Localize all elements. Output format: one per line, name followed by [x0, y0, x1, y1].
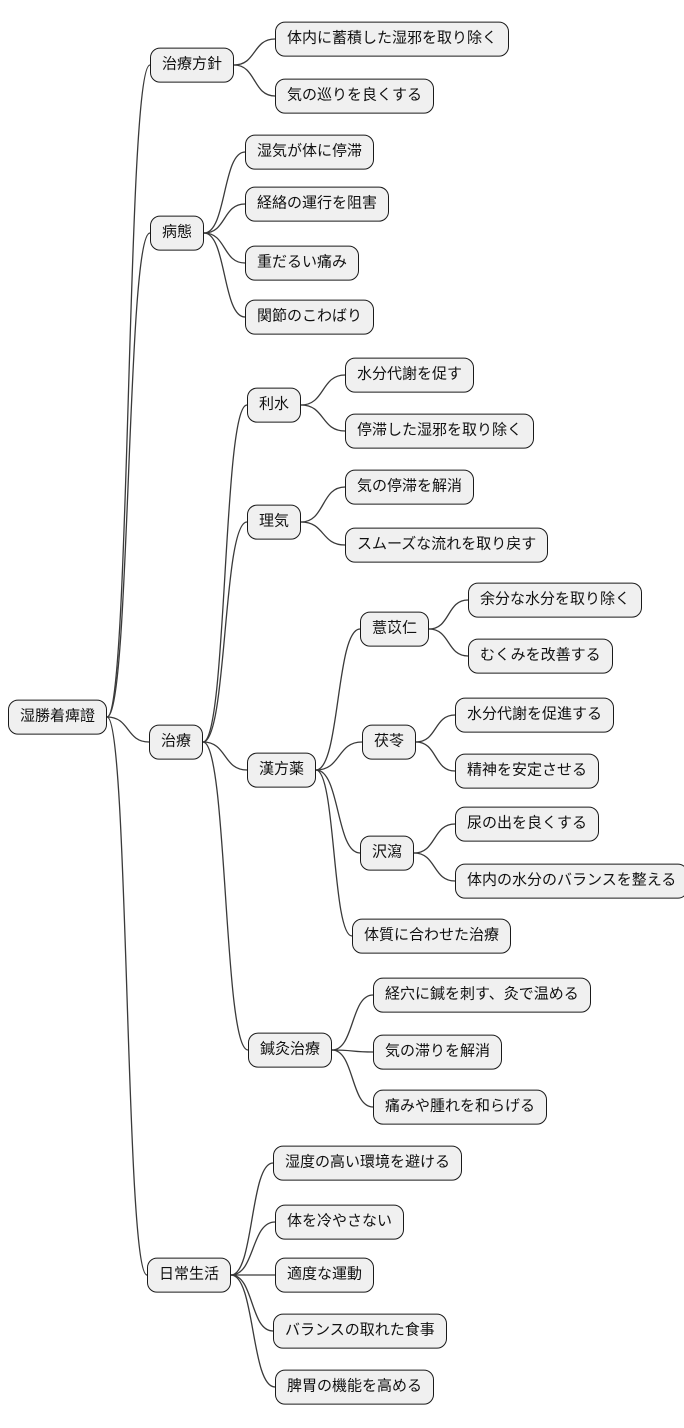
edge-n3b-n3b2: [300, 521, 346, 546]
edge-n4-n4e: [230, 1274, 276, 1388]
edge-n2-n2c: [203, 232, 246, 264]
mindmap-node-n3d3: 痛みや腫れを和らげる: [373, 1089, 548, 1125]
edge-n1-n1a: [233, 38, 276, 66]
edge-n4-n4b: [230, 1221, 276, 1276]
mindmap-node-n4c: 適度な運動: [275, 1257, 375, 1293]
edge-n3-n3d: [202, 741, 249, 1051]
edge-root-n1: [106, 64, 151, 718]
mindmap-node-n3a1: 水分代謝を促す: [345, 357, 475, 393]
mindmap-node-n3c2b: 精神を安定させる: [455, 753, 600, 789]
edge-n1-n1b: [233, 64, 276, 97]
mindmap-node-n1b: 気の巡りを良くする: [275, 78, 435, 114]
mindmap-node-n3b: 理気: [247, 504, 302, 540]
mindmap-node-n4e: 脾胃の機能を高める: [275, 1369, 435, 1405]
edge-n3c3-n3c3b: [413, 852, 456, 882]
edge-n3c-n3c3: [315, 769, 361, 854]
mindmap-node-n1: 治療方針: [150, 47, 235, 83]
mindmap-node-n2d: 関節のこわばり: [245, 299, 375, 335]
mindmap-node-n3d2: 気の滞りを解消: [373, 1034, 503, 1070]
edge-n3-n3a: [202, 404, 248, 743]
mindmap-node-n2c: 重だるい痛み: [245, 245, 360, 281]
mindmap-node-n3: 治療: [149, 724, 204, 760]
mindmap-node-n3c4: 体質に合わせた治療: [352, 918, 512, 954]
edge-n3b-n3b1: [300, 486, 346, 523]
edge-root-n4: [106, 716, 148, 1276]
mindmap-node-n3c: 漢方薬: [247, 752, 317, 788]
edge-root-n3: [106, 716, 150, 743]
edge-n2-n2d: [203, 232, 246, 318]
mindmap-node-n3c2a: 水分代謝を促進する: [455, 697, 615, 733]
edge-n3d-n3d1: [331, 994, 374, 1051]
edge-n3c-n3c2: [315, 741, 363, 771]
edge-n3d-n3d3: [331, 1049, 374, 1108]
mindmap-node-n1a: 体内に蓄積した湿邪を取り除く: [275, 21, 510, 57]
edge-n3c2-n3c2a: [415, 714, 456, 743]
edge-n4-n4a: [230, 1162, 274, 1276]
mindmap-node-n3a2: 停滞した湿邪を取り除く: [345, 413, 535, 449]
mindmap-node-n4a: 湿度の高い環境を避ける: [273, 1145, 463, 1181]
edge-n3c2-n3c2b: [415, 741, 456, 772]
mindmap-node-n3a: 利水: [247, 387, 302, 423]
mindmap-node-n3c3a: 尿の出を良くする: [455, 806, 600, 842]
mindmap-node-n4b: 体を冷やさない: [275, 1204, 405, 1240]
mindmap-node-n3b1: 気の停滞を解消: [345, 469, 475, 505]
edge-n3c1-n3c1a: [428, 599, 469, 630]
edge-n3c1-n3c1b: [428, 628, 469, 657]
mindmap-node-n2b: 経絡の運行を阻害: [245, 186, 390, 222]
mindmap-node-n3c1: 薏苡仁: [360, 611, 430, 647]
mindmap-node-n3c1b: むくみを改善する: [468, 638, 613, 674]
edge-n3c-n3c1: [315, 628, 361, 771]
edge-n2-n2a: [203, 151, 246, 234]
edge-n3-n3c: [202, 741, 248, 771]
mindmap-node-n3c2: 茯苓: [362, 724, 417, 760]
edge-n3a-n3a2: [300, 404, 346, 432]
edge-n3c-n3c4: [315, 769, 353, 937]
mindmap-node-n3b2: スムーズな流れを取り戻す: [345, 527, 549, 563]
mindmap-node-n4: 日常生活: [147, 1257, 232, 1293]
mindmap-node-n3d1: 経穴に鍼を刺す、灸で温める: [373, 977, 591, 1013]
edge-n3-n3b: [202, 521, 248, 743]
edge-n4-n4d: [230, 1274, 274, 1332]
mindmap-node-n3c1a: 余分な水分を取り除く: [468, 582, 643, 618]
mindmap-node-n4d: バランスの取れた食事: [273, 1313, 447, 1349]
mindmap-node-root: 湿勝着痺證: [8, 699, 108, 735]
edge-n2-n2b: [203, 203, 246, 234]
mindmap-node-n3d: 鍼灸治療: [248, 1032, 333, 1068]
mindmap-node-n3c3: 沢瀉: [360, 835, 415, 871]
edge-n3c3-n3c3a: [413, 823, 456, 854]
mindmap-node-n2: 病態: [150, 215, 205, 251]
edge-n3d-n3d2: [331, 1049, 374, 1053]
edge-root-n2: [106, 232, 151, 718]
mindmap-node-n3c3b: 体内の水分のバランスを整える: [455, 863, 684, 899]
edge-n3a-n3a1: [300, 374, 346, 406]
mindmap-node-n2a: 湿気が体に停滞: [245, 134, 375, 170]
